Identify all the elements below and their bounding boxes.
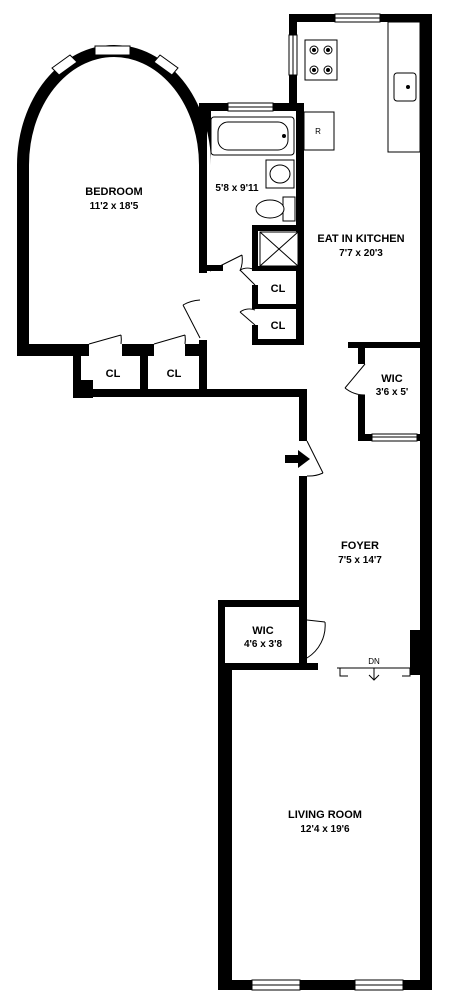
closet-label: CL xyxy=(271,283,286,295)
refrigerator-label: R xyxy=(315,127,321,136)
right-exterior-wall-lower xyxy=(420,434,432,634)
closet-wall-left xyxy=(73,344,81,396)
foyer-left-wall xyxy=(299,476,307,668)
bedroom-name: BEDROOM xyxy=(85,186,142,198)
bedroom-window-left xyxy=(51,54,78,76)
closet-door-2 xyxy=(239,308,256,326)
bedroom-arch-wall xyxy=(17,45,211,352)
closet-bottom-wall xyxy=(73,389,307,397)
cl-wall-left xyxy=(252,225,258,269)
foyer-dim: 7'5 x 14'7 xyxy=(338,555,382,566)
closet-wall-mid xyxy=(140,344,148,394)
stove xyxy=(304,39,338,81)
cl-wall-1 xyxy=(252,266,304,271)
cl-wall-top xyxy=(252,225,304,231)
doors xyxy=(88,254,366,659)
living-bottom-wall xyxy=(218,980,432,990)
wic-kitchen-left xyxy=(358,342,365,364)
kitchen-sink xyxy=(393,72,417,102)
wic-kitchen-left-2 xyxy=(358,395,365,440)
toilet-bowl xyxy=(255,199,285,219)
foyer-right-notch xyxy=(410,630,432,675)
fixtures xyxy=(210,21,421,681)
foyer-left-wall-top xyxy=(299,389,307,441)
stair-rail-left xyxy=(339,668,348,677)
wic-kitchen-name: WIC xyxy=(381,373,402,385)
bedroom-dim: 11'2 x 18'5 xyxy=(90,201,139,212)
bedroom-door xyxy=(182,299,201,339)
stair-rail-right xyxy=(402,668,411,677)
wic-foyer-left xyxy=(218,600,225,670)
closet-label: CL xyxy=(271,320,286,332)
bedroom-window-right xyxy=(153,54,179,76)
closet-label: CL xyxy=(106,368,121,380)
cl-wall-2 xyxy=(252,304,304,309)
closet-label: CL xyxy=(167,368,182,380)
kitchen-name: EAT IN KITCHEN xyxy=(317,233,404,245)
living-dim: 12'4 x 19'6 xyxy=(300,824,350,835)
entry-door xyxy=(306,440,324,477)
wic-foyer-door xyxy=(306,619,326,659)
kitchen-dim: 7'7 x 20'3 xyxy=(339,248,383,259)
labels: BEDROOM 11'2 x 18'5 5'8 x 9'11 EAT IN KI… xyxy=(85,127,408,835)
bedroom-bottom-wall-2 xyxy=(122,344,154,356)
toilet-tank xyxy=(282,196,296,222)
stair-down-arrow xyxy=(368,668,380,681)
right-exterior-wall xyxy=(420,14,432,434)
wic-kitchen-door xyxy=(344,363,366,396)
wic-foyer-bottom xyxy=(218,663,318,670)
refrigerator xyxy=(303,111,335,151)
closet-door-1 xyxy=(239,267,256,286)
closet-wall-right xyxy=(199,340,207,394)
cl-wall-left-3 xyxy=(252,325,258,345)
windows xyxy=(51,13,418,991)
bedroom-closet-door-2 xyxy=(153,334,186,345)
wic-kitchen-dim: 3'6 x 5' xyxy=(376,387,409,398)
living-name: LIVING ROOM xyxy=(288,809,362,821)
wic-foyer-dim: 4'6 x 3'8 xyxy=(244,639,283,650)
entrance-arrow-icon xyxy=(285,450,310,468)
right-exterior-wall-living xyxy=(420,630,432,988)
stairs-label: DN xyxy=(368,657,380,666)
living-left-wall xyxy=(218,663,232,989)
bedroom-right-wall-top xyxy=(199,103,207,273)
foyer-name: FOYER xyxy=(341,540,379,552)
cl-wall-left-2 xyxy=(252,285,258,305)
foyer-top-wall xyxy=(200,389,307,397)
bath-right-wall xyxy=(296,103,304,343)
wic-foyer-top xyxy=(218,600,307,607)
bath-door xyxy=(209,254,243,272)
bath-dim: 5'8 x 9'11 xyxy=(215,183,259,194)
wic-foyer-name: WIC xyxy=(252,625,273,637)
cl-wall-3 xyxy=(252,339,304,345)
bedroom-closet-door-1 xyxy=(88,334,122,345)
bedroom-window-mid xyxy=(94,45,131,56)
wic-kitchen-top xyxy=(348,342,428,348)
bedroom-bottom-wall xyxy=(17,344,89,356)
walls xyxy=(17,14,432,990)
